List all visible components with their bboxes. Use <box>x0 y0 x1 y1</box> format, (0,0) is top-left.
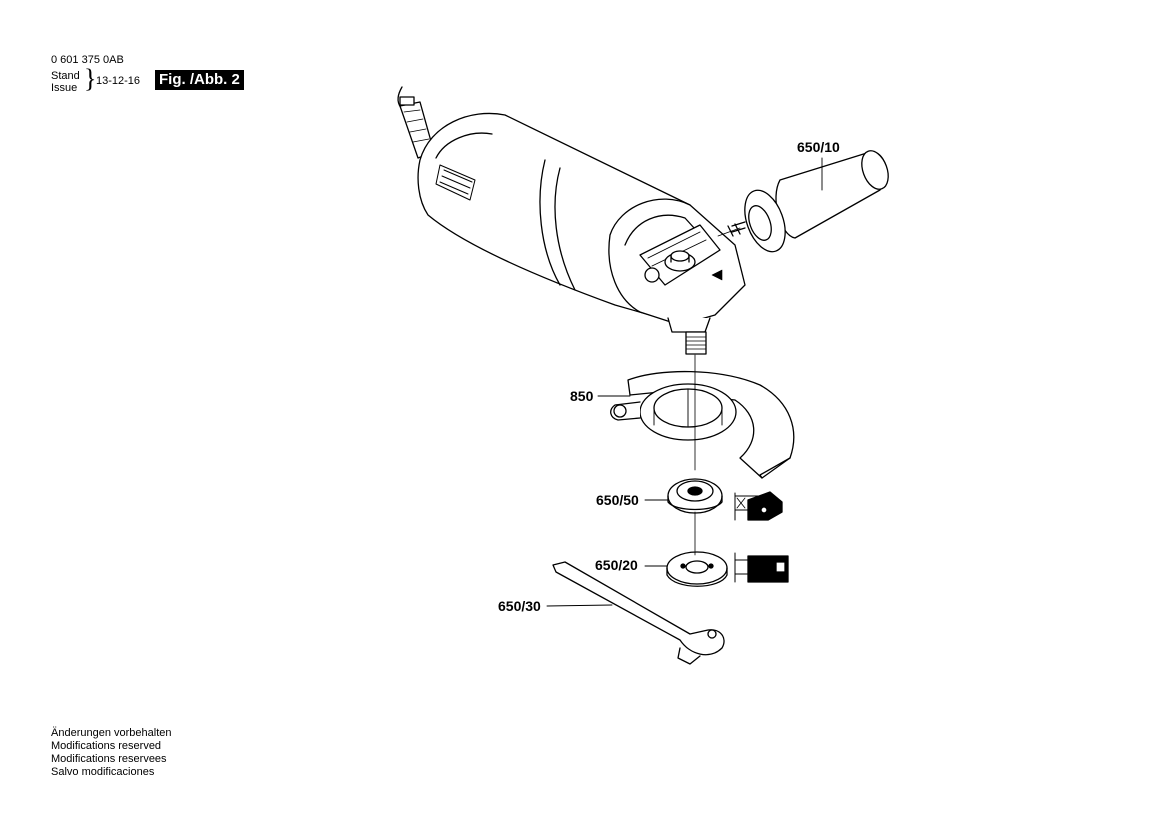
notice-line-fr: Modifications reservees <box>51 753 167 765</box>
vent-slots <box>435 164 476 201</box>
label-pin-wrench: 650/30 <box>498 598 541 614</box>
leader-line-wrench <box>546 604 613 607</box>
stand-label: Stand <box>51 70 80 82</box>
spindle-lock-button <box>664 250 696 272</box>
figure-badge: Fig. /Abb. 2 <box>155 70 244 90</box>
label-inner-flange: 650/50 <box>596 492 639 508</box>
modifications-notice: Änderungen vorbehalten Modifications res… <box>51 727 171 779</box>
issue-label: Issue <box>51 82 78 94</box>
label-guard: 850 <box>570 388 594 404</box>
nut-section-detail <box>734 552 789 583</box>
notice-line-en: Modifications reserved <box>51 740 162 752</box>
label-handle: 650/10 <box>797 139 840 155</box>
issue-date: 13-12-16 <box>96 75 141 87</box>
label-clamping-nut: 650/20 <box>595 557 638 573</box>
part-number: 0 601 375 0AB <box>51 54 124 66</box>
stand-issue-labels: Stand Issue <box>51 70 80 94</box>
auxiliary-handle <box>727 150 889 253</box>
flange-section-detail <box>734 491 783 521</box>
pin-wrench <box>552 561 725 665</box>
notice-line-de: Änderungen vorbehalten <box>51 727 172 739</box>
angle-grinder-body <box>417 112 746 355</box>
inner-flange <box>667 478 723 514</box>
power-cord <box>397 86 435 159</box>
brace: } <box>84 64 97 93</box>
clamping-nut <box>666 551 728 587</box>
handle-mount-hole <box>644 267 660 283</box>
protection-guard <box>610 370 795 479</box>
handle-axis <box>717 227 741 237</box>
spindle <box>667 317 711 355</box>
notice-line-es: Salvo modificaciones <box>51 766 155 778</box>
